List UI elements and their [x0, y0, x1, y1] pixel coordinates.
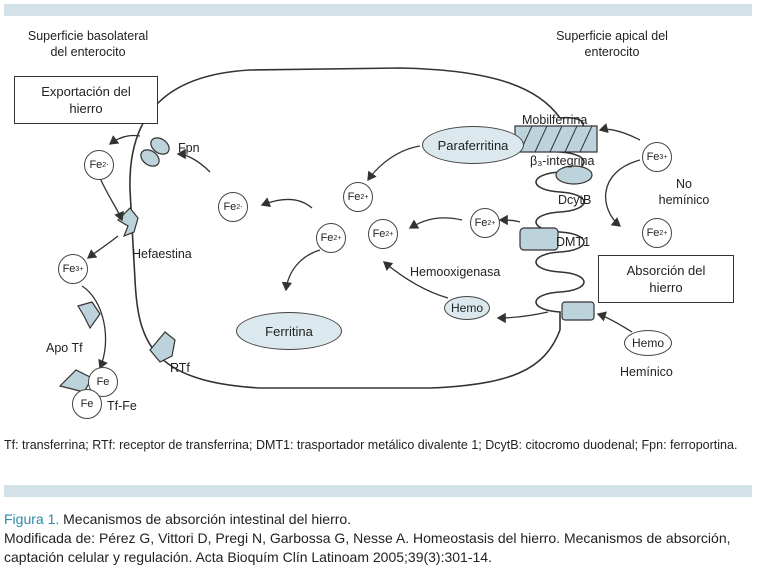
figure-source: Modificada de: Pérez G, Vittori D, Pregi…	[4, 530, 731, 565]
ion-charge: 3+	[75, 265, 84, 273]
ion-charge: 2-	[236, 203, 243, 211]
basolateral-label: Superficie basolateral del enterocito	[8, 28, 168, 60]
apical-line-2: enterocito	[584, 45, 640, 59]
hemo-outside-text: Hemo	[631, 336, 664, 350]
apical-label: Superficie apical del enterocito	[532, 28, 692, 60]
ion-symbol: Fe	[474, 217, 488, 229]
tf-fe-label: Tf-Fe	[107, 399, 137, 413]
absorption-box: Absorción del hierro	[598, 255, 734, 303]
hefaestina-shape	[117, 207, 139, 238]
ion-symbol: Fe	[89, 159, 103, 171]
no-hemico-line-1: No	[676, 177, 692, 191]
ion-symbol: Fe	[80, 398, 94, 410]
ion-symbol: Fe	[372, 228, 386, 240]
absorption-line-1: Absorción del	[626, 263, 706, 278]
mobilferrina-label: Mobilferrina	[522, 113, 588, 127]
fpn-label: Fpn	[178, 141, 200, 155]
apo-tf-label: Apo Tf	[46, 341, 83, 355]
figure-caption: Figura 1. Mecanismos de absorción intest…	[4, 510, 752, 567]
ion-charge: 2+	[360, 193, 369, 201]
ion-symbol: Fe	[646, 151, 660, 163]
ion-charge: 2-	[102, 161, 109, 169]
rtf-receptor	[149, 331, 176, 363]
no-hemico-line-2: hemínico	[658, 193, 710, 207]
dmt1-label: DMT1	[556, 235, 591, 249]
ion-symbol: Fe	[62, 263, 76, 275]
enterocyte-membrane	[129, 67, 561, 389]
ion-charge: 2+	[659, 229, 668, 237]
ion-charge: 2+	[333, 234, 342, 242]
fe-ion-tf-2: Fe	[72, 389, 102, 419]
top-band	[4, 4, 752, 16]
ion-charge: 2+	[487, 219, 496, 227]
iron-absorption-diagram	[58, 67, 641, 393]
integrina-label: β₃-integrina	[530, 154, 595, 168]
ion-charge: 2+	[385, 230, 394, 238]
ion-symbol: Fe	[347, 191, 361, 203]
basolateral-line-1: Superficie basolateral	[27, 29, 149, 43]
ion-symbol: Fe	[320, 232, 334, 244]
ferritina-text: Ferritina	[265, 323, 313, 339]
hemo-inside-text: Hemo	[450, 301, 483, 315]
export-line-2: hierro	[69, 101, 103, 116]
ion-symbol: Fe	[646, 227, 660, 239]
figure-title: Mecanismos de absorción intestinal del h…	[63, 511, 352, 527]
apo-tf-shape	[77, 301, 101, 330]
fe-ion-tf-1: Fe	[88, 367, 118, 397]
hefaestina-label: Hefaestina	[132, 247, 192, 261]
hemico-label: Hemínico	[620, 365, 673, 379]
abbreviation-legend: Tf: transferrina; RTf: receptor de trans…	[4, 438, 738, 452]
ion-symbol: Fe	[96, 376, 110, 388]
fpn-channel-bottom	[140, 149, 160, 167]
ion-charge: 3+	[659, 153, 668, 161]
hemo-oval-inside: Hemo	[444, 296, 490, 320]
basolateral-line-2: del enterocito	[50, 45, 126, 59]
apical-line-1: Superficie apical del	[556, 29, 668, 43]
rtf-label: RTf	[170, 361, 190, 375]
caption-title-line: Figura 1. Mecanismos de absorción intest…	[4, 510, 752, 529]
middle-band	[4, 485, 752, 497]
absorption-line-2: hierro	[649, 280, 683, 295]
integrina-oval	[555, 165, 593, 185]
export-box: Exportación del hierro	[14, 76, 158, 124]
ferritina-oval: Ferritina	[236, 312, 342, 350]
paraferritina-oval: Paraferritina	[422, 126, 524, 164]
dcytb-label: DcytB	[558, 193, 592, 207]
dmt1-transporter	[519, 227, 559, 251]
no-hemico-label: No hemínico	[654, 176, 714, 208]
figure-label: Figura 1.	[4, 511, 60, 527]
fpn-channel-top	[150, 137, 170, 155]
paraferritina-text: Paraferritina	[437, 137, 509, 153]
export-line-1: Exportación del	[41, 84, 131, 99]
heme-transporter	[561, 301, 595, 321]
hemo-oval-outside: Hemo	[624, 330, 672, 356]
hemooxigenasa-label: Hemooxigenasa	[410, 265, 501, 279]
ion-symbol: Fe	[223, 201, 237, 213]
